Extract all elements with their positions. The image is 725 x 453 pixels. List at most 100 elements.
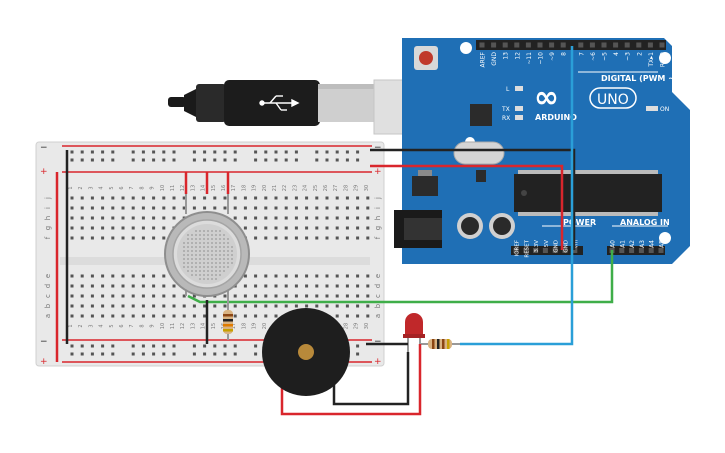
digital-pin-hole[interactable] (647, 42, 653, 48)
wire-green-a0[interactable] (187, 250, 614, 304)
breadboard-hole[interactable] (325, 236, 329, 240)
breadboard-hole[interactable] (80, 284, 84, 288)
breadboard-hole[interactable] (80, 236, 84, 240)
breadboard-hole[interactable] (233, 294, 237, 298)
rail-hole[interactable] (70, 352, 74, 356)
breadboard-hole[interactable] (366, 206, 370, 210)
digital-pin-hole[interactable] (491, 42, 497, 48)
breadboard-hole[interactable] (243, 216, 247, 220)
breadboard-hole[interactable] (305, 304, 309, 308)
rail-hole[interactable] (80, 344, 84, 348)
breadboard-hole[interactable] (274, 206, 278, 210)
breadboard-hole[interactable] (152, 236, 156, 240)
rail-hole[interactable] (141, 352, 145, 356)
led-resistor[interactable] (420, 339, 460, 349)
rail-hole[interactable] (294, 158, 298, 162)
breadboard-hole[interactable] (254, 274, 258, 278)
rail-hole[interactable] (70, 150, 74, 154)
breadboard-hole[interactable] (101, 226, 105, 230)
rail-hole[interactable] (70, 344, 74, 348)
rail-hole[interactable] (223, 352, 227, 356)
breadboard-hole[interactable] (335, 206, 339, 210)
breadboard-hole[interactable] (366, 274, 370, 278)
rail-hole[interactable] (172, 150, 176, 154)
breadboard-hole[interactable] (121, 274, 125, 278)
breadboard-hole[interactable] (182, 294, 186, 298)
breadboard-hole[interactable] (233, 206, 237, 210)
breadboard-hole[interactable] (254, 294, 258, 298)
rail-hole[interactable] (284, 158, 288, 162)
breadboard-hole[interactable] (274, 304, 278, 308)
breadboard-hole[interactable] (345, 206, 349, 210)
breadboard-hole[interactable] (356, 274, 360, 278)
rail-hole[interactable] (233, 344, 237, 348)
breadboard-hole[interactable] (254, 236, 258, 240)
breadboard-hole[interactable] (111, 236, 115, 240)
breadboard-hole[interactable] (121, 294, 125, 298)
rail-hole[interactable] (162, 344, 166, 348)
breadboard-hole[interactable] (70, 314, 74, 318)
breadboard-hole[interactable] (254, 284, 258, 288)
breadboard-hole[interactable] (70, 274, 74, 278)
breadboard-hole[interactable] (101, 284, 105, 288)
breadboard-hole[interactable] (172, 304, 176, 308)
breadboard-hole[interactable] (131, 294, 135, 298)
breadboard-hole[interactable] (162, 314, 166, 318)
breadboard-hole[interactable] (213, 304, 217, 308)
breadboard-hole[interactable] (294, 216, 298, 220)
breadboard-hole[interactable] (80, 206, 84, 210)
breadboard-hole[interactable] (131, 236, 135, 240)
breadboard-hole[interactable] (356, 216, 360, 220)
red-led[interactable] (403, 313, 425, 352)
breadboard-hole[interactable] (284, 304, 288, 308)
rail-hole[interactable] (152, 158, 156, 162)
breadboard-hole[interactable] (152, 196, 156, 200)
breadboard-hole[interactable] (90, 196, 94, 200)
breadboard-hole[interactable] (345, 304, 349, 308)
breadboard-hole[interactable] (172, 284, 176, 288)
breadboard-hole[interactable] (141, 206, 145, 210)
digital-pin-hole[interactable] (479, 42, 485, 48)
breadboard-hole[interactable] (101, 206, 105, 210)
breadboard-hole[interactable] (101, 274, 105, 278)
analog-pin-hole[interactable] (638, 248, 644, 253)
rail-hole[interactable] (101, 344, 105, 348)
digital-pin-hole[interactable] (624, 42, 630, 48)
breadboard-hole[interactable] (80, 294, 84, 298)
rail-hole[interactable] (192, 344, 196, 348)
breadboard-hole[interactable] (305, 274, 309, 278)
breadboard-hole[interactable] (366, 284, 370, 288)
breadboard-hole[interactable] (366, 216, 370, 220)
rail-hole[interactable] (90, 158, 94, 162)
breadboard-hole[interactable] (131, 216, 135, 220)
breadboard-hole[interactable] (335, 236, 339, 240)
rail-hole[interactable] (274, 158, 278, 162)
breadboard-hole[interactable] (121, 196, 125, 200)
breadboard-hole[interactable] (294, 274, 298, 278)
breadboard-hole[interactable] (192, 196, 196, 200)
rail-hole[interactable] (233, 150, 237, 154)
breadboard-hole[interactable] (305, 196, 309, 200)
digital-pin-hole[interactable] (537, 42, 543, 48)
rail-hole[interactable] (162, 150, 166, 154)
breadboard-hole[interactable] (111, 314, 115, 318)
breadboard-hole[interactable] (121, 236, 125, 240)
breadboard-hole[interactable] (90, 284, 94, 288)
breadboard-hole[interactable] (70, 206, 74, 210)
rail-hole[interactable] (203, 344, 207, 348)
rail-hole[interactable] (203, 352, 207, 356)
breadboard-hole[interactable] (335, 216, 339, 220)
digital-pin-hole[interactable] (613, 42, 619, 48)
breadboard-hole[interactable] (111, 196, 115, 200)
breadboard-hole[interactable] (182, 206, 186, 210)
rail-hole[interactable] (192, 150, 196, 154)
wire-red-5v[interactable] (370, 164, 564, 250)
rail-hole[interactable] (90, 344, 94, 348)
rail-hole[interactable] (131, 344, 135, 348)
rail-hole[interactable] (345, 150, 349, 154)
breadboard-hole[interactable] (203, 314, 207, 318)
breadboard-hole[interactable] (101, 196, 105, 200)
rail-hole[interactable] (213, 352, 217, 356)
breadboard-hole[interactable] (345, 274, 349, 278)
breadboard-hole[interactable] (284, 216, 288, 220)
